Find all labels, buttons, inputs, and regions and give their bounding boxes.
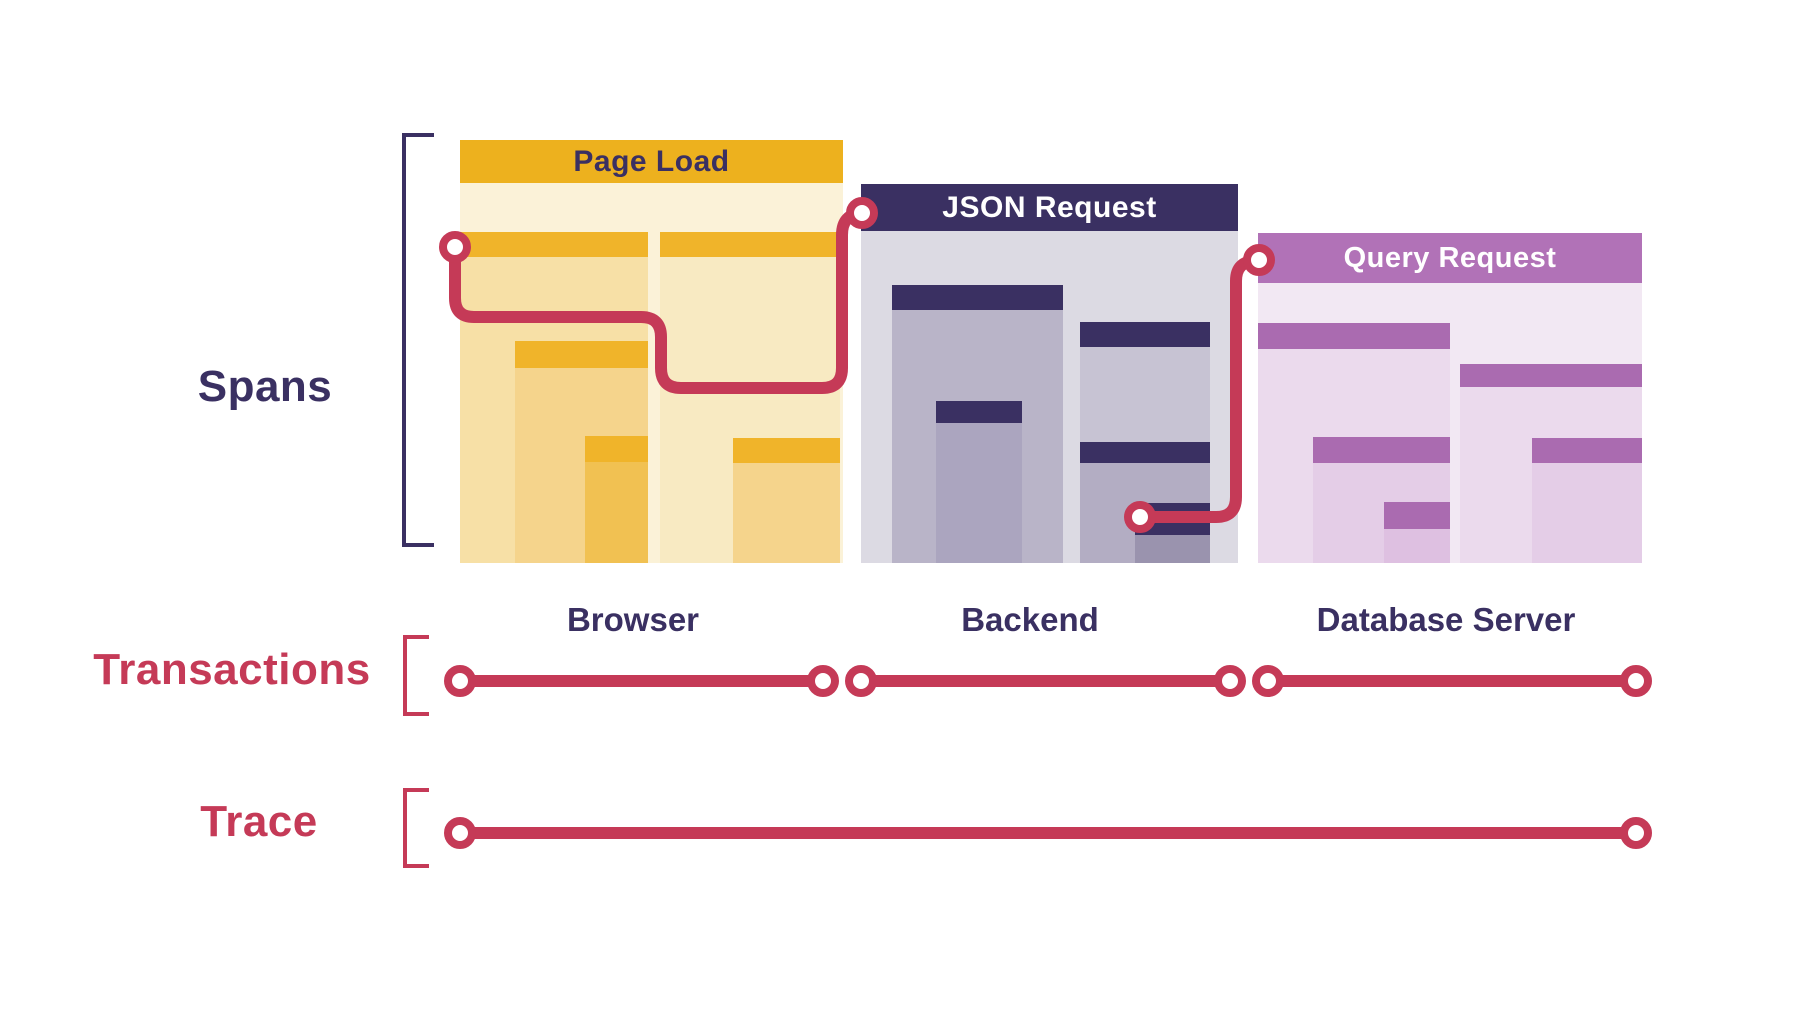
transaction-endpoint: [1252, 665, 1284, 697]
span-bar: [585, 436, 648, 462]
span-body: [1532, 463, 1642, 563]
span-body: [733, 463, 840, 563]
browser-caption: Browser: [566, 601, 700, 638]
span-bar: [1384, 502, 1450, 529]
json-request-title: JSON Request: [942, 190, 1157, 224]
json-request-panel: JSON Request: [861, 184, 1238, 563]
trace-label: Trace: [200, 797, 318, 846]
trace-bracket: [403, 788, 429, 868]
query-request-title: Query Request: [1343, 241, 1557, 274]
page-load-panel-header: Page Load: [460, 140, 843, 183]
span-bar: [1135, 503, 1210, 535]
span-body: [1135, 535, 1210, 563]
transaction-endpoint: [1214, 665, 1246, 697]
query-request-panel-header: Query Request: [1258, 233, 1642, 283]
page-load-title: Page Load: [573, 144, 730, 178]
spans-label: Spans: [197, 362, 333, 411]
json-request-panel-header: JSON Request: [861, 184, 1238, 231]
span-bar: [660, 232, 840, 257]
transaction-endpoint: [807, 665, 839, 697]
span-body: [936, 423, 1022, 563]
transactions-bracket: [403, 635, 429, 716]
span-bar: [1532, 438, 1642, 463]
span-bar: [515, 341, 648, 368]
transactions-label: Transactions: [93, 645, 371, 694]
database-server-caption: Database Server: [1316, 601, 1576, 638]
span-bar: [936, 401, 1022, 423]
query-request-panel: Query Request: [1258, 233, 1642, 563]
span-bar: [1313, 437, 1450, 463]
span-bar: [1080, 322, 1210, 347]
transaction-endpoint: [1620, 665, 1652, 697]
backend-caption: Backend: [961, 601, 1099, 638]
span-bar: [460, 232, 648, 257]
transaction-endpoint: [444, 665, 476, 697]
trace-endpoint-start: [444, 817, 476, 849]
trace-endpoint-end: [1620, 817, 1652, 849]
span-bar: [733, 438, 840, 463]
span-body: [1384, 529, 1450, 563]
transaction-endpoint: [845, 665, 877, 697]
span-bar: [1460, 364, 1642, 387]
spans-bracket: [402, 133, 434, 547]
span-bar: [1258, 323, 1450, 349]
span-bar: [892, 285, 1063, 310]
span-body: [585, 462, 648, 563]
span-bar: [1080, 442, 1210, 463]
page-load-panel: Page Load: [460, 140, 843, 563]
